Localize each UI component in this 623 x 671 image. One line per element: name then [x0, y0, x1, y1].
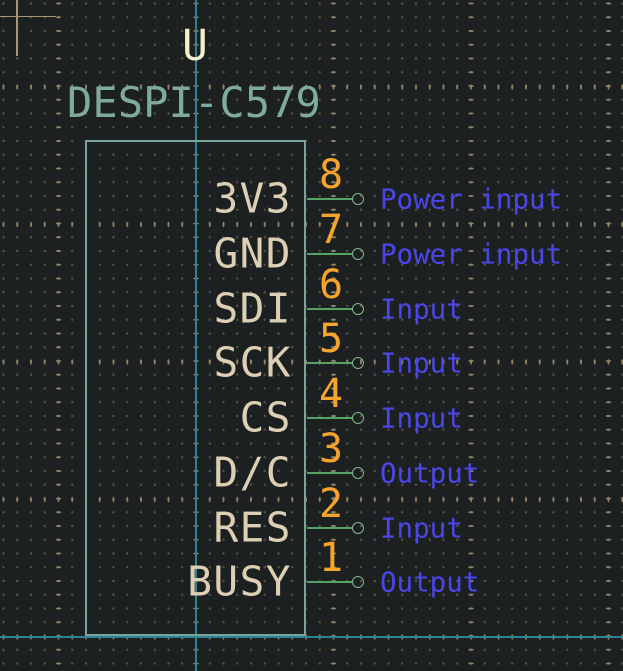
pin-number: 7 — [318, 207, 344, 253]
symbol-value[interactable]: DESPI-C579 — [67, 78, 321, 127]
pin-electrical-type: Power input — [380, 183, 563, 216]
pin-line[interactable] — [307, 252, 352, 256]
pin-end-circle[interactable] — [352, 411, 364, 424]
pin-name: BUSY — [187, 557, 292, 606]
pin-name: SCK — [213, 338, 292, 387]
pin-number: 5 — [318, 316, 344, 362]
pin-end-circle[interactable] — [352, 466, 364, 479]
pin-line[interactable] — [307, 307, 352, 311]
pin-name: SDI — [213, 284, 292, 333]
y-axis-line — [195, 0, 197, 671]
x-axis-line — [0, 636, 623, 638]
pin-electrical-type: Output — [380, 566, 480, 599]
symbol-body[interactable] — [85, 140, 306, 636]
pin-electrical-type: Input — [380, 347, 463, 380]
pin-name: CS — [239, 393, 292, 442]
pin-line[interactable] — [307, 416, 352, 420]
pin-line[interactable] — [307, 361, 352, 365]
pin-number: 8 — [318, 152, 344, 198]
pin-number: 3 — [318, 426, 344, 472]
pin-number: 6 — [318, 262, 344, 308]
pin-line[interactable] — [307, 471, 352, 475]
pin-line[interactable] — [307, 580, 352, 584]
origin-crosshair-icon — [0, 15, 56, 17]
pin-electrical-type: Power input — [380, 238, 563, 271]
pin-number: 1 — [318, 535, 344, 581]
pin-name: RES — [213, 503, 292, 552]
pin-name: 3V3 — [213, 174, 292, 223]
pin-electrical-type: Output — [380, 457, 480, 490]
reference-designator[interactable]: U — [182, 21, 208, 71]
pin-line[interactable] — [307, 197, 352, 201]
pin-name: D/C — [213, 448, 292, 497]
pin-electrical-type: Input — [380, 293, 463, 326]
pin-number: 4 — [318, 371, 344, 417]
pin-electrical-type: Input — [380, 402, 463, 435]
pin-number: 2 — [318, 481, 344, 527]
pin-end-circle[interactable] — [352, 302, 364, 315]
pin-line[interactable] — [307, 526, 352, 530]
origin-crosshair-icon — [16, 0, 18, 56]
pin-end-circle[interactable] — [352, 575, 364, 588]
pin-name: GND — [213, 229, 292, 278]
pin-end-circle[interactable] — [352, 521, 364, 534]
pin-end-circle[interactable] — [352, 192, 364, 205]
pin-end-circle[interactable] — [352, 356, 364, 369]
pin-end-circle[interactable] — [352, 247, 364, 260]
pin-electrical-type: Input — [380, 512, 463, 545]
